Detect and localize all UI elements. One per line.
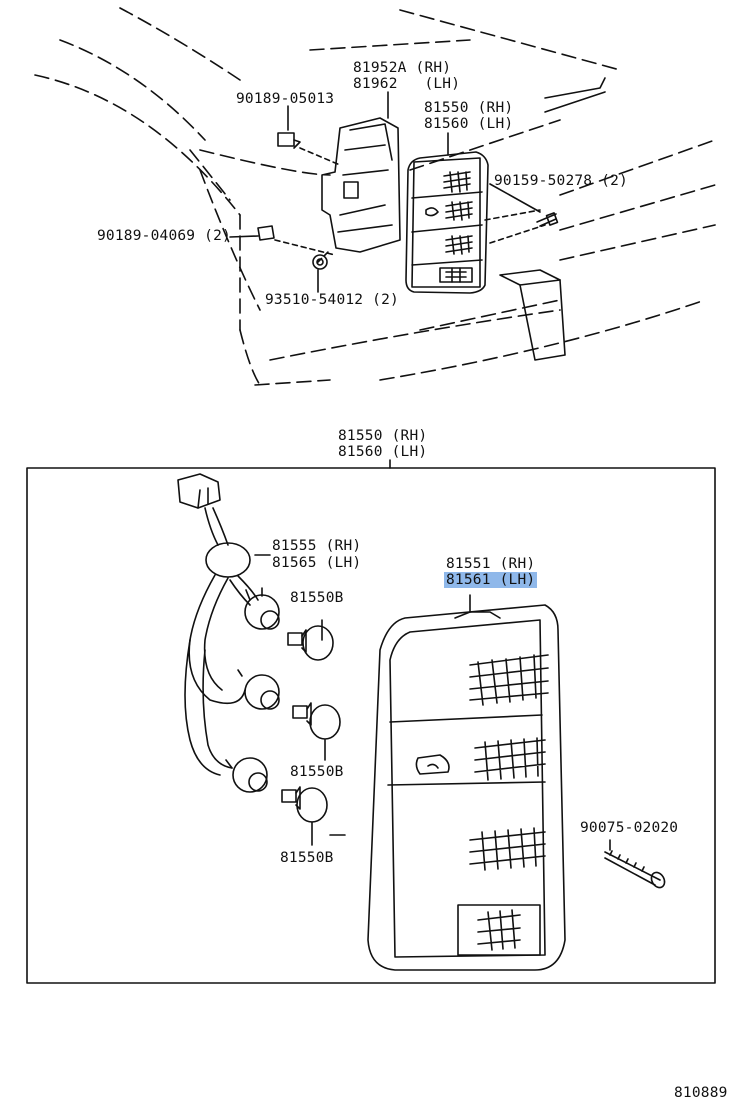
- label-socket-rh: 81555 (RH): [272, 538, 362, 554]
- label-socket-lh: 81565 (LH): [272, 555, 362, 571]
- label-bulb-2: 81550B: [290, 764, 344, 780]
- label-clip-top: 90189-05013: [236, 91, 335, 107]
- label-bulb-1: 81550B: [290, 590, 344, 606]
- label-leaders: [229, 77, 606, 836]
- label-lamp-top-rh: 81550 (RH): [424, 100, 514, 116]
- label-assy-lh: 81560 (LH): [338, 444, 428, 460]
- bracket: [321, 117, 401, 253]
- lens-lh-highlight[interactable]: 81561 (LH): [444, 572, 538, 588]
- label-nut: 93510-54012 (2): [265, 292, 399, 308]
- sockets: [225, 587, 280, 793]
- clip-left: [257, 225, 275, 241]
- label-assy-rh: 81550 (RH): [338, 428, 428, 444]
- label-clip-left: 90189-04069 (2): [97, 228, 231, 244]
- wiring-harness: [177, 473, 259, 776]
- label-bracket-rh: 81952A (RH): [353, 60, 452, 76]
- lamp-top: [405, 151, 489, 294]
- assembly-frame: [26, 467, 716, 984]
- bumper-block: [499, 269, 566, 361]
- label-screw-top: 90159-50278 (2): [494, 173, 628, 189]
- label-screw-lens: 90075-02020: [580, 820, 679, 836]
- screw-top: [536, 212, 559, 227]
- lens: [367, 594, 566, 971]
- label-bracket-lh: 81962 (LH): [353, 76, 461, 92]
- clip-top: [277, 132, 301, 149]
- label-lamp-top-lh: 81560 (LH): [424, 116, 514, 132]
- vehicle-body-outline: [34, 7, 716, 386]
- nut: [312, 254, 328, 270]
- label-lens-lh-highlighted[interactable]: 81561 (LH): [444, 572, 538, 589]
- label-lens-rh: 81551 (RH): [446, 556, 536, 572]
- bulbs: [281, 619, 341, 846]
- screw-lens: [604, 839, 666, 889]
- diagram-number: 810889: [674, 1085, 728, 1101]
- label-bulb-3: 81550B: [280, 850, 334, 866]
